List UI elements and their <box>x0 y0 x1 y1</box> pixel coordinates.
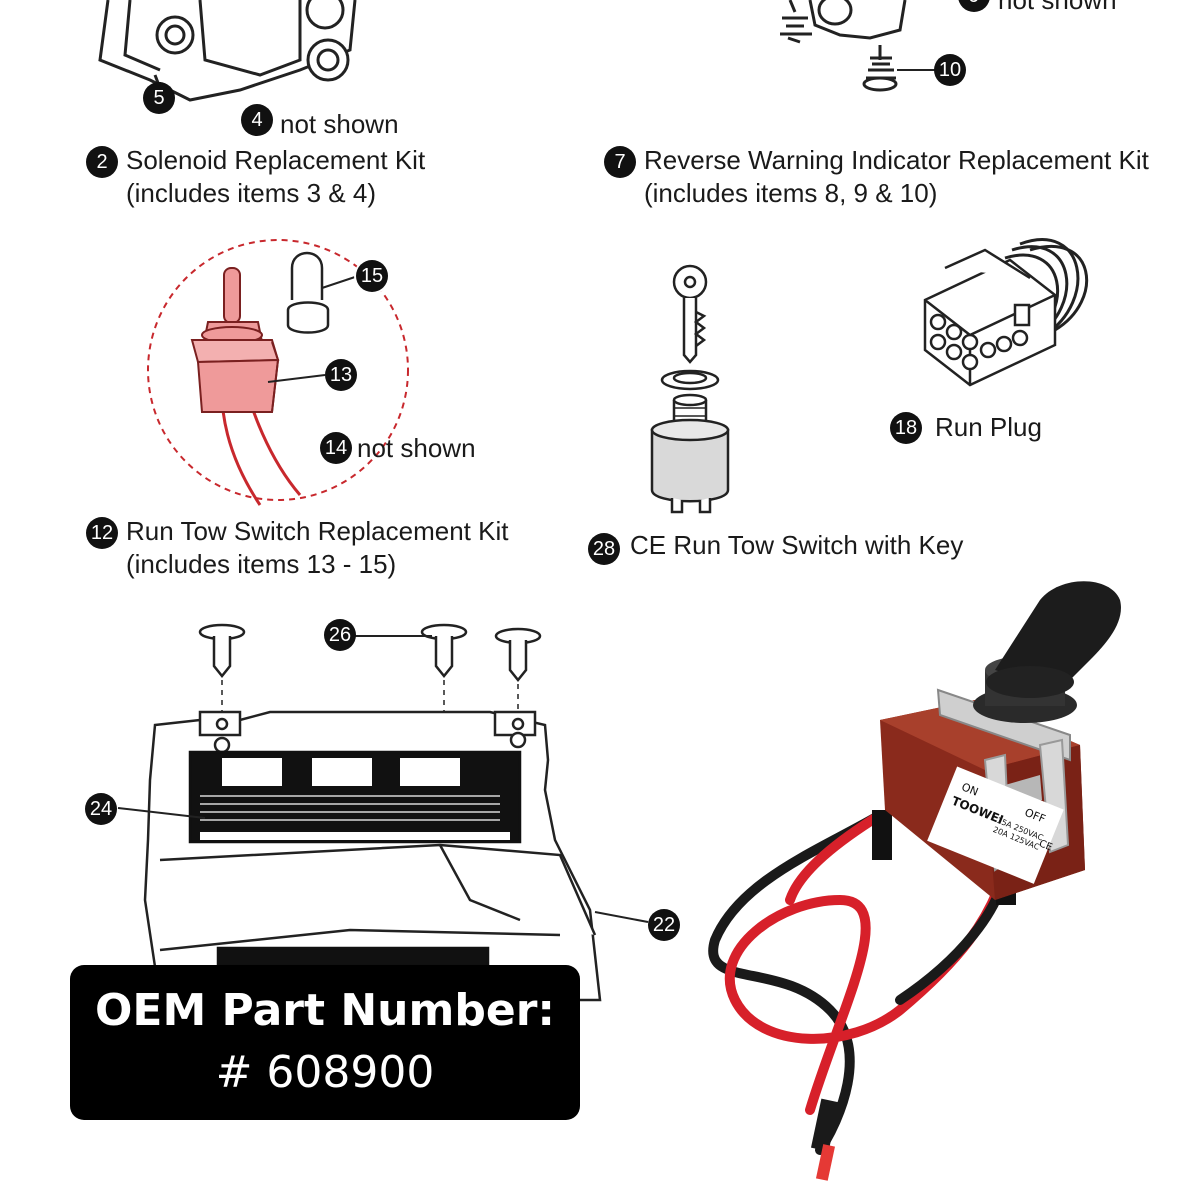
fastener-group <box>198 623 542 683</box>
key-switch-illustration <box>650 264 730 514</box>
run-tow-switch-illustration <box>147 239 409 506</box>
oem-part-number-box: OEM Part Number: # 608900 <box>70 965 580 1120</box>
callout-15: 15 <box>356 260 388 292</box>
toggle-switch-photo: ON OFF TOOWEI 15A 250VAC 20A 125VAC CE <box>708 581 1121 1181</box>
reverse-indicator-kit-title: Reverse Warning Indicator Replacement Ki… <box>644 145 1149 175</box>
callout-4: 4 <box>241 104 273 136</box>
oem-number: # 608900 <box>215 1047 435 1098</box>
switch-ce-mark: CE <box>1037 838 1053 853</box>
callout-26: 26 <box>324 619 356 651</box>
callout-7: 7 <box>604 146 636 178</box>
callout-18: 18 <box>890 412 922 444</box>
callout-28: 28 <box>588 533 620 565</box>
callout-5: 5 <box>143 82 175 114</box>
oem-title: OEM Part Number: <box>94 985 555 1036</box>
switch-on-label: ON <box>960 780 981 798</box>
run-plug-title: Run Plug <box>935 412 1042 442</box>
solenoid-illustration <box>98 0 357 102</box>
run-tow-kit-sub: (includes items 13 - 15) <box>126 549 397 579</box>
callout-9: 9 <box>958 0 990 12</box>
ce-run-tow-switch-title: CE Run Tow Switch with Key <box>630 530 964 560</box>
solenoid-kit-sub: (includes items 3 & 4) <box>126 178 376 208</box>
reverse-indicator-illustration <box>780 0 935 92</box>
not-shown-4: not shown <box>280 109 399 139</box>
callout-14: 14 <box>320 432 352 464</box>
callout-13: 13 <box>325 359 357 391</box>
callout-12: 12 <box>86 517 118 549</box>
run-plug-illustration <box>923 238 1089 387</box>
run-tow-kit-title: Run Tow Switch Replacement Kit <box>126 516 509 546</box>
callout-22: 22 <box>648 909 680 941</box>
callout-10: 10 <box>934 54 966 86</box>
housing-illustration <box>117 623 649 1002</box>
not-shown-9: not shown <box>998 0 1117 15</box>
callout-24: 24 <box>85 793 117 825</box>
not-shown-14: not shown <box>357 433 476 463</box>
callout-2: 2 <box>86 146 118 178</box>
solenoid-kit-title: Solenoid Replacement Kit <box>126 145 426 175</box>
reverse-indicator-kit-sub: (includes items 8, 9 & 10) <box>644 178 938 208</box>
